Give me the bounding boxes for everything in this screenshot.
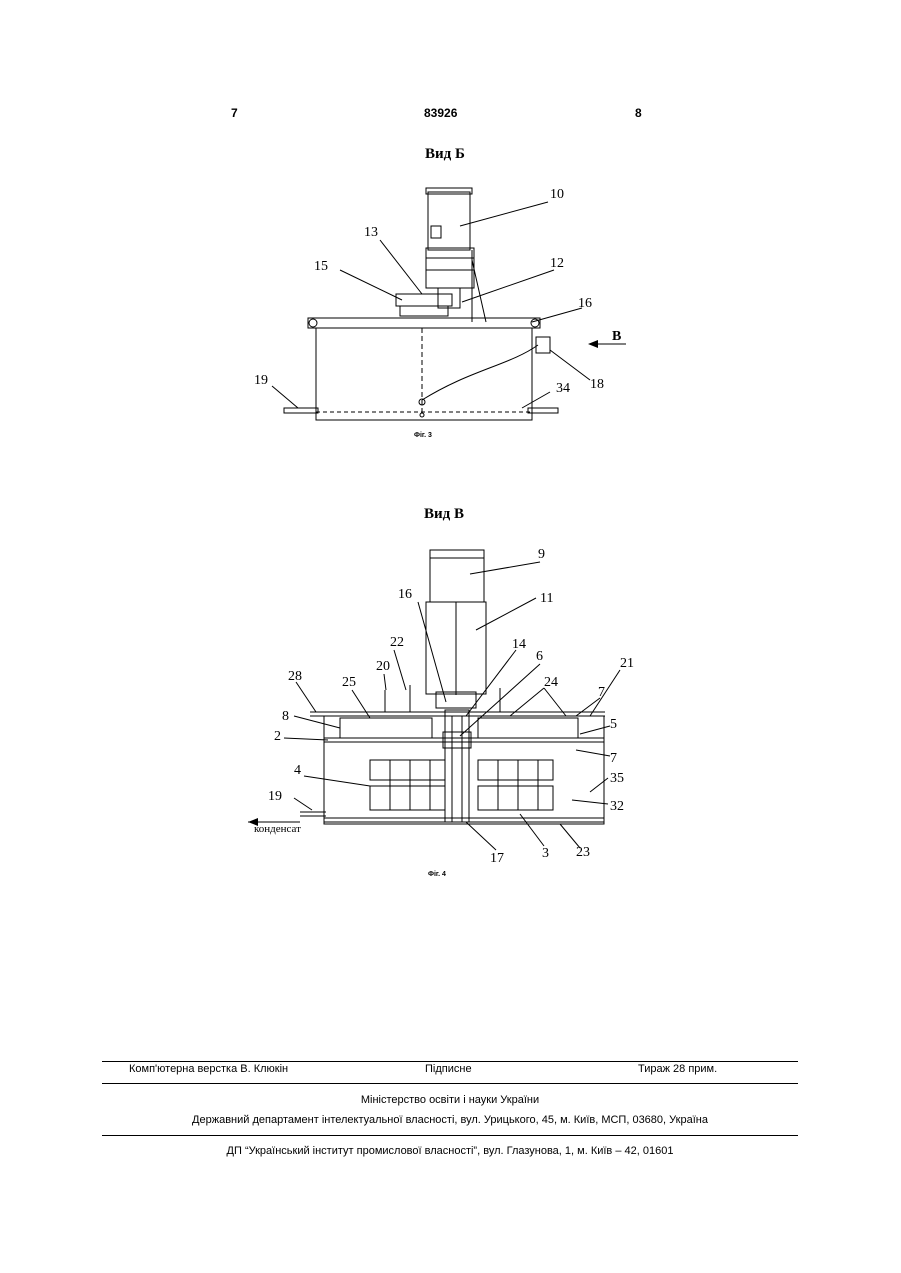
fig4-label-4: 4 <box>294 763 301 778</box>
fig4-label-21: 21 <box>620 656 634 671</box>
fig4-label-9: 9 <box>538 547 545 562</box>
fig4-label-19: 19 <box>268 789 282 804</box>
fig3-label-19: 19 <box>254 373 268 388</box>
fig3-label-13: 13 <box>364 225 378 240</box>
footer-typesetting: Комп'ютерна верстка В. Клюкін <box>129 1063 288 1075</box>
fig3-label-15: 15 <box>314 259 328 274</box>
fig3-label-12: 12 <box>550 256 564 271</box>
fig4-label-6: 6 <box>536 649 543 664</box>
fig4-label-35: 35 <box>610 771 624 786</box>
fig4-label-11: 11 <box>540 591 553 606</box>
fig4-label-16: 16 <box>398 587 412 602</box>
fig4-label-3: 3 <box>542 846 549 861</box>
fig4-label-14: 14 <box>512 637 526 652</box>
fig3-label-16: 16 <box>578 296 592 311</box>
fig4-label-7-top: 7 <box>598 685 605 700</box>
footer-rule-middle <box>102 1083 798 1084</box>
fig4-label-28: 28 <box>288 669 302 684</box>
fig4-label-23: 23 <box>576 845 590 860</box>
fig3-label-10: 10 <box>550 187 564 202</box>
fig4-label-20: 20 <box>376 659 390 674</box>
figure-3-caption: Фіг. 3 <box>414 431 432 439</box>
figure-3-drawing: 10 13 12 15 16 В 19 18 34 Фіг. 3 <box>250 140 640 445</box>
fig4-label-5: 5 <box>610 717 617 732</box>
page-number-left: 7 <box>231 106 238 120</box>
page-number-right: 8 <box>635 106 642 120</box>
fig4-label-2: 2 <box>274 729 281 744</box>
fig4-outlet-label: конденсат <box>254 823 301 835</box>
footer-ministry: Міністерство освіти і науки України <box>102 1094 798 1106</box>
fig4-label-32: 32 <box>610 799 624 814</box>
fig4-label-25: 25 <box>342 675 356 690</box>
fig4-label-8: 8 <box>282 709 289 724</box>
patent-number: 83926 <box>424 106 457 120</box>
fig3-label-18: 18 <box>590 377 604 392</box>
fig4-label-7-bottom: 7 <box>610 751 617 766</box>
footer-rule-top <box>102 1061 798 1062</box>
figure-4-caption: Фіг. 4 <box>428 870 446 878</box>
fig3-label-34: 34 <box>556 381 570 396</box>
fig4-label-17: 17 <box>490 851 504 866</box>
footer-institute: ДП “Український інститут промислової вла… <box>102 1145 798 1157</box>
fig4-label-24: 24 <box>544 675 558 690</box>
footer-rule-bottom <box>102 1135 798 1136</box>
fig3-label-view-v: В <box>612 329 621 344</box>
footer-department: Державний департамент інтелектуальної вл… <box>102 1114 798 1126</box>
fig4-label-22: 22 <box>390 635 404 650</box>
footer-subscription: Підписне <box>425 1063 472 1075</box>
figure-4-title: Вид В <box>424 506 464 523</box>
footer-circulation: Тираж 28 прим. <box>638 1063 717 1075</box>
figure-4-drawing: 9 16 11 14 6 22 20 21 28 25 24 7 8 5 2 7… <box>240 540 640 885</box>
